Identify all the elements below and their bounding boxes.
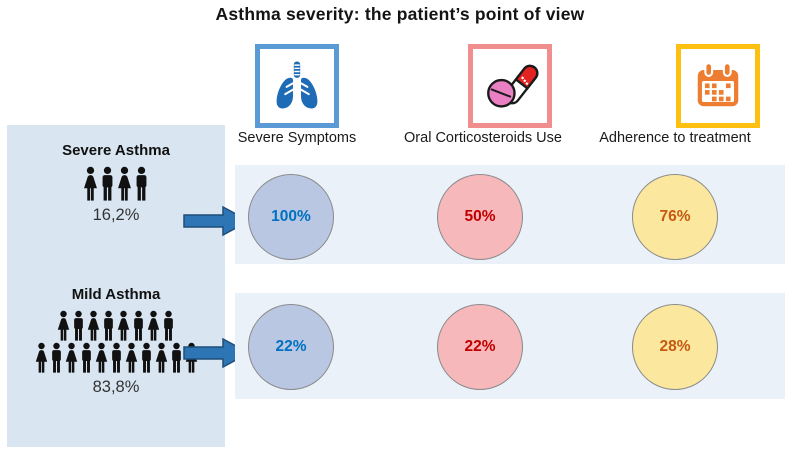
pills-icon (487, 64, 539, 108)
mild-asthma-values-row: 22% 22% 28% (235, 293, 785, 399)
people-pictogram-row (7, 165, 225, 203)
person-woman-icon (117, 310, 130, 341)
column-label-adherence-to-treatment: Adherence to treatment (599, 130, 751, 146)
value-label: 22% (464, 338, 496, 355)
value-circle-severe-adherence: 76% (632, 174, 718, 260)
mild-asthma-label: Mild Asthma (71, 286, 161, 303)
column-label-oral-corticosteroids-use: Oral Corticosteroids Use (404, 130, 562, 146)
value-label: 28% (659, 338, 691, 355)
person-woman-icon (35, 342, 47, 373)
patient-groups-sidebar: Severe Asthma 16,2% Mild Asthma 83,8% (7, 125, 225, 447)
severe-asthma-values-row: 100% 50% 76% (235, 165, 785, 264)
lungs-icon (276, 61, 318, 109)
adherence-icon-box (676, 44, 760, 128)
severe-symptoms-icon-box (255, 44, 339, 128)
person-man-icon (104, 310, 113, 341)
person-woman-icon (118, 166, 131, 201)
value-circle-severe-ocs-use: 50% (437, 174, 523, 260)
value-label: 76% (659, 208, 691, 225)
value-circle-mild-adherence: 28% (632, 304, 718, 390)
person-man-icon (171, 342, 181, 373)
value-label: 100% (271, 208, 311, 225)
person-man-icon (134, 310, 143, 341)
column-label-severe-symptoms: Severe Symptoms (237, 130, 357, 146)
person-woman-icon (57, 310, 70, 341)
severe-asthma-group: Severe Asthma 16,2% (7, 142, 225, 225)
calendar-icon (697, 62, 739, 107)
mild-asthma-percentage: 83,8% (92, 378, 140, 396)
severe-asthma-pictogram (7, 165, 225, 203)
oral-corticosteroids-icon-box (468, 44, 552, 128)
person-woman-icon (95, 342, 107, 373)
severe-asthma-percentage: 16,2% (92, 206, 140, 224)
person-man-icon (74, 310, 83, 341)
person-man-icon (111, 342, 121, 373)
person-man-icon (164, 310, 173, 341)
person-man-icon (51, 342, 61, 373)
mild-asthma-group: Mild Asthma 83,8% (7, 286, 225, 397)
value-label: 50% (464, 208, 496, 225)
person-woman-icon (65, 342, 77, 373)
value-label: 22% (275, 338, 307, 355)
value-circle-mild-severe-symptoms: 22% (248, 304, 334, 390)
person-woman-icon (125, 342, 137, 373)
person-man-icon (81, 342, 91, 373)
value-circle-mild-ocs-use: 22% (437, 304, 523, 390)
person-woman-icon (84, 166, 97, 201)
figure-title: Asthma severity: the patient’s point of … (215, 4, 585, 24)
person-man-icon (102, 166, 113, 201)
person-man-icon (141, 342, 151, 373)
value-circle-severe-severe-symptoms: 100% (248, 174, 334, 260)
severe-asthma-label: Severe Asthma (62, 142, 170, 159)
person-man-icon (136, 166, 147, 201)
person-woman-icon (147, 310, 160, 341)
person-woman-icon (87, 310, 100, 341)
person-woman-icon (155, 342, 167, 373)
